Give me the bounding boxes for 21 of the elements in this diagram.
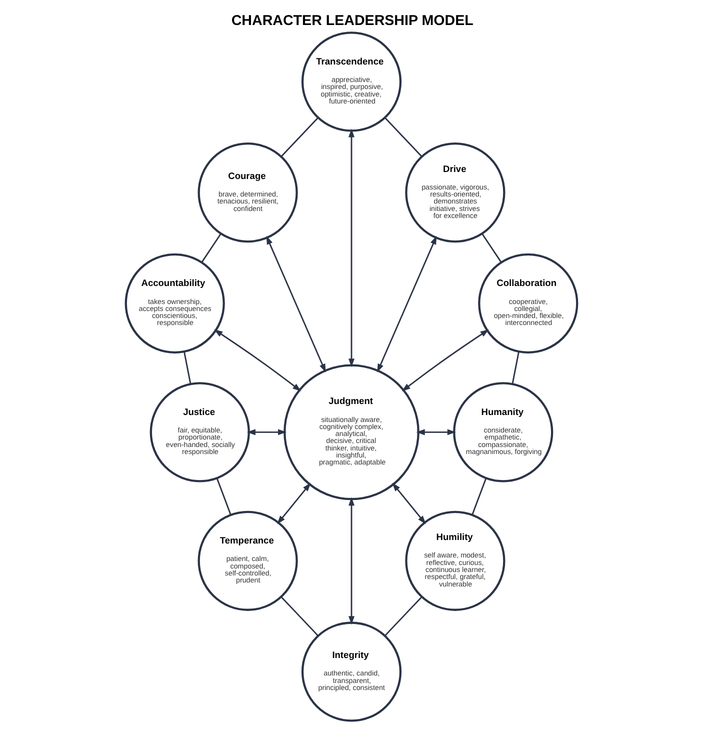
connector bbox=[200, 233, 221, 263]
arrow bbox=[214, 329, 301, 392]
connector bbox=[182, 351, 191, 384]
arrow bbox=[348, 497, 354, 625]
arrow bbox=[246, 429, 286, 436]
connector bbox=[216, 478, 231, 516]
connector bbox=[481, 233, 502, 263]
connector bbox=[384, 117, 422, 157]
connector bbox=[280, 596, 318, 636]
arrow bbox=[392, 482, 426, 524]
arrow bbox=[416, 429, 456, 436]
arrow bbox=[348, 128, 354, 368]
arrow bbox=[401, 329, 488, 392]
connector bbox=[280, 117, 318, 157]
diagram-title: CHARACTER LEADERSHIP MODEL bbox=[230, 12, 473, 29]
connector bbox=[511, 351, 520, 384]
arrow bbox=[376, 236, 436, 372]
arrow bbox=[276, 482, 310, 524]
connector bbox=[471, 478, 486, 516]
connector bbox=[384, 596, 422, 636]
arrow bbox=[266, 236, 326, 372]
